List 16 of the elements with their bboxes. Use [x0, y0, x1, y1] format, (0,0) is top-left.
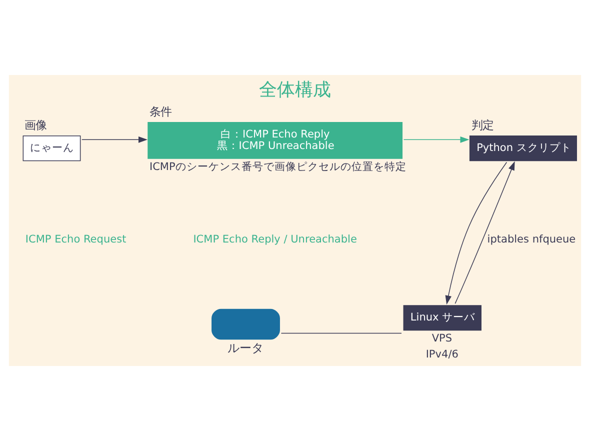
- label: ICMP Echo Reply / Unreachable: [193, 233, 357, 246]
- node-label: 判定: [471, 119, 494, 132]
- edge-label: iptables nfqueue: [487, 233, 576, 246]
- node-label: ICMPのシーケンス番号で画像ピクセルの位置を特定: [150, 160, 406, 173]
- node-label: 条件: [150, 106, 172, 119]
- connector: [280, 332, 402, 334]
- arrow: [403, 136, 470, 143]
- node-label: VPS: [432, 332, 452, 345]
- node-label: ルータ: [227, 340, 264, 355]
- arrow: [454, 161, 515, 304]
- node-label: IPv4/6: [426, 348, 458, 361]
- node-label: 画像: [24, 119, 47, 132]
- arrow: [445, 162, 508, 305]
- diagram-title: 全体構成: [259, 79, 331, 100]
- arrow: [81, 136, 148, 143]
- label: ICMP Echo Request: [25, 233, 126, 246]
